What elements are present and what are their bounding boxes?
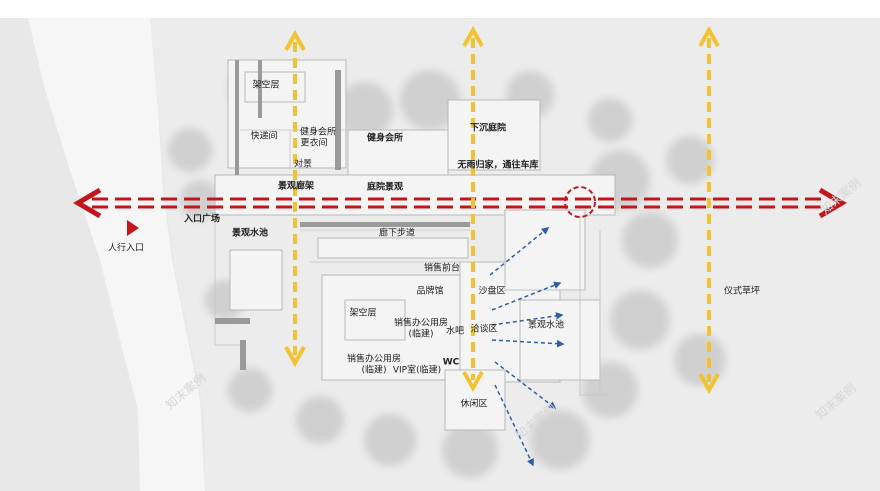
main-axis [73,186,847,219]
structure-strips [215,60,470,370]
label-sales-office-1a: 销售办公用房 [394,317,448,329]
view-axis-mid-arrow-bottom [462,371,484,393]
label-negotiation: 洽谈区 [470,323,497,335]
axis-node-circle [564,186,596,218]
label-gym-locker-2: 更衣间 [300,137,327,149]
label-landscape-pool-right: 景观水池 [528,319,564,331]
view-flow-arrow-1 [489,227,550,276]
label-raised-floor-top: 架空层 [252,79,279,91]
label-no-rain-home: 无雨归家，通往车库 [456,159,538,171]
view-axis-left-arrow-bottom [284,346,306,368]
label-sunken-courtyard: 下沉庭院 [470,122,506,134]
view-axes [284,25,720,395]
label-pedestrian-entrance: 人行入口 [108,242,144,254]
label-opposite-view: 对景 [294,158,312,170]
label-courtyard-view: 庭院景观 [367,181,403,193]
view-flow-arrows [489,227,565,467]
label-landscape-corridor: 景观廊架 [278,180,314,192]
view-flow-arrow-3 [491,312,564,326]
view-axis-mid-arrow-top [462,25,484,47]
road-surface [28,18,205,491]
plan-linework [214,129,610,396]
view-flow-arrow-4 [491,339,565,348]
view-axis-right-arrow-top [698,25,720,47]
label-sand-table: 沙盘区 [478,285,505,297]
label-gym: 健身会所 [367,132,403,144]
label-entrance-plaza: 入口广场 [183,213,220,225]
label-gym-locker-1: 健身会所 [300,126,336,138]
label-ceremonial-lawn: 仪式草坪 [724,285,760,297]
label-wc: WC [443,358,460,368]
label-sales-desk: 销售前台 [424,262,460,274]
main-axis-arrow-right [818,187,847,219]
label-corridor-path: 廊下步道 [379,227,415,239]
label-sales-office-2b: (临建) [361,364,386,376]
label-raised-floor-mid: 架空层 [349,307,376,319]
label-vip-room: VIP室(临建) [393,364,441,376]
label-leisure: 休闲区 [460,398,487,410]
label-landscape-pool-left: 景观水池 [232,227,268,239]
view-axis-right-arrow-bottom [698,373,720,395]
view-flow-arrow-2 [491,281,562,311]
label-bar: 水吧 [446,325,464,337]
view-axis-left-arrow-top [284,29,306,51]
main-axis-arrow-left [73,187,102,219]
label-sales-office-1b: (临建) [408,328,433,340]
label-express-room: 快递间 [250,130,277,142]
area-labels: 架空层 快递间 健身会所 更衣间 健身会所 下沉庭院 无雨归家，通往车库 对景 … [108,79,760,410]
pedestrian-entrance-marker [127,220,139,236]
label-sales-office-2a: 销售办公用房 [347,353,401,365]
label-brand-hall: 品牌馆 [416,285,443,297]
view-flow-arrow-6 [494,384,534,467]
view-flow-arrow-5 [494,361,557,409]
